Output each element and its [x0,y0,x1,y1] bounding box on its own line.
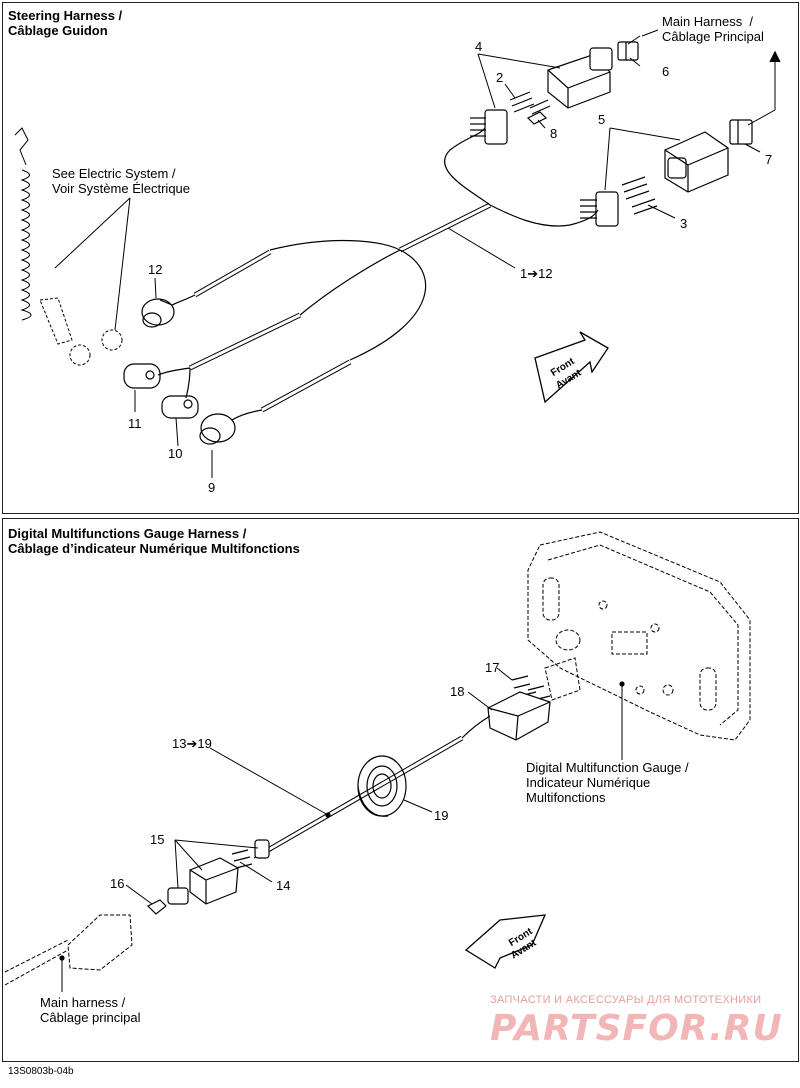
pins-3 [621,176,658,215]
part-7 [729,119,753,145]
grommet-19 [357,755,407,817]
callout-15: 15 [150,832,165,847]
callout-18: 18 [450,684,465,699]
digital-gauge-label-fr-2: Multifonctions [526,790,606,805]
drawing-code: 13S0803b-04b [8,1066,74,1077]
watermark-tagline: ЗАПЧАСТИ И АКСЕССУАРЫ ДЛЯ МОТОТЕХНИКИ [490,994,762,1006]
gauge-harness-title: Digital Multifunctions Gauge Harness / [8,526,247,541]
steering-harness-panel [2,2,799,514]
connector-3-housing [595,191,619,227]
watermark-logo: PARTSFOR.RU [490,1008,783,1049]
sensor-12 [141,298,175,328]
wire-branch-11 [299,249,401,316]
pins-2 [509,91,551,115]
callout-2: 2 [496,70,504,85]
callout-10: 10 [168,446,183,461]
main-harness-bottom-label: Main harness / [40,995,126,1010]
steering-harness-title: Steering Harness / [8,8,123,23]
part-16 [146,899,167,915]
callout-9: 9 [208,480,216,495]
callout-17: 17 [485,660,500,675]
sensor-9 [199,413,236,445]
part-8 [526,111,548,125]
electric-system-label: See Electric System / [52,166,176,181]
steering-harness-title-fr: Câblage Guidon [8,23,108,38]
gauge-harness-panel [2,518,799,1062]
callout-14: 14 [276,878,291,893]
range-label-1-12: 1➔12 [520,266,553,281]
wire-branch-9 [349,249,427,361]
callout-3: 3 [680,216,688,231]
callout-4: 4 [475,39,483,54]
digital-gauge [527,531,751,741]
callout-6: 6 [662,64,670,79]
range-label-13-19: 13➔19 [172,736,212,751]
connector-14-housing [254,839,270,859]
main-harness-label-fr: Câblage Principal [662,29,764,44]
sensor-11 [123,363,161,389]
callout-19: 19 [434,808,449,823]
leader-lines-bottom [61,667,623,992]
leader-lines-top [54,35,761,478]
callout-8: 8 [550,126,558,141]
sensor-10 [161,395,199,419]
front-arrow-top [534,331,609,404]
gauge-harness-title-fr: Câblage d’indicateur Numérique Multifonc… [8,541,300,556]
callout-12: 12 [148,262,163,277]
electric-system-label-fr: Voir Système Électrique [52,181,191,196]
front-arrow-bottom [464,914,547,969]
wire-to-connector-3 [489,204,599,227]
callout-11: 11 [128,416,142,431]
callout-5: 5 [598,112,606,127]
seal-15 [167,887,189,905]
main-harness-connector [4,914,133,986]
digital-gauge-label: Digital Multifunction Gauge / [526,760,689,775]
part-6 [617,41,639,61]
wire-branch-12 [269,239,401,251]
coiled-cable [14,127,123,366]
pins-14 [231,849,253,869]
main-harness-bottom-label-fr: Câblage principal [40,1010,141,1025]
callout-16: 16 [110,876,125,891]
callout-7: 7 [765,152,773,167]
wire-to-connector-4 [443,127,491,206]
digital-gauge-label-fr: Indicateur Numérique [526,775,651,790]
main-harness-label: Main Harness / [662,14,754,29]
connector-4-housing [484,109,508,145]
